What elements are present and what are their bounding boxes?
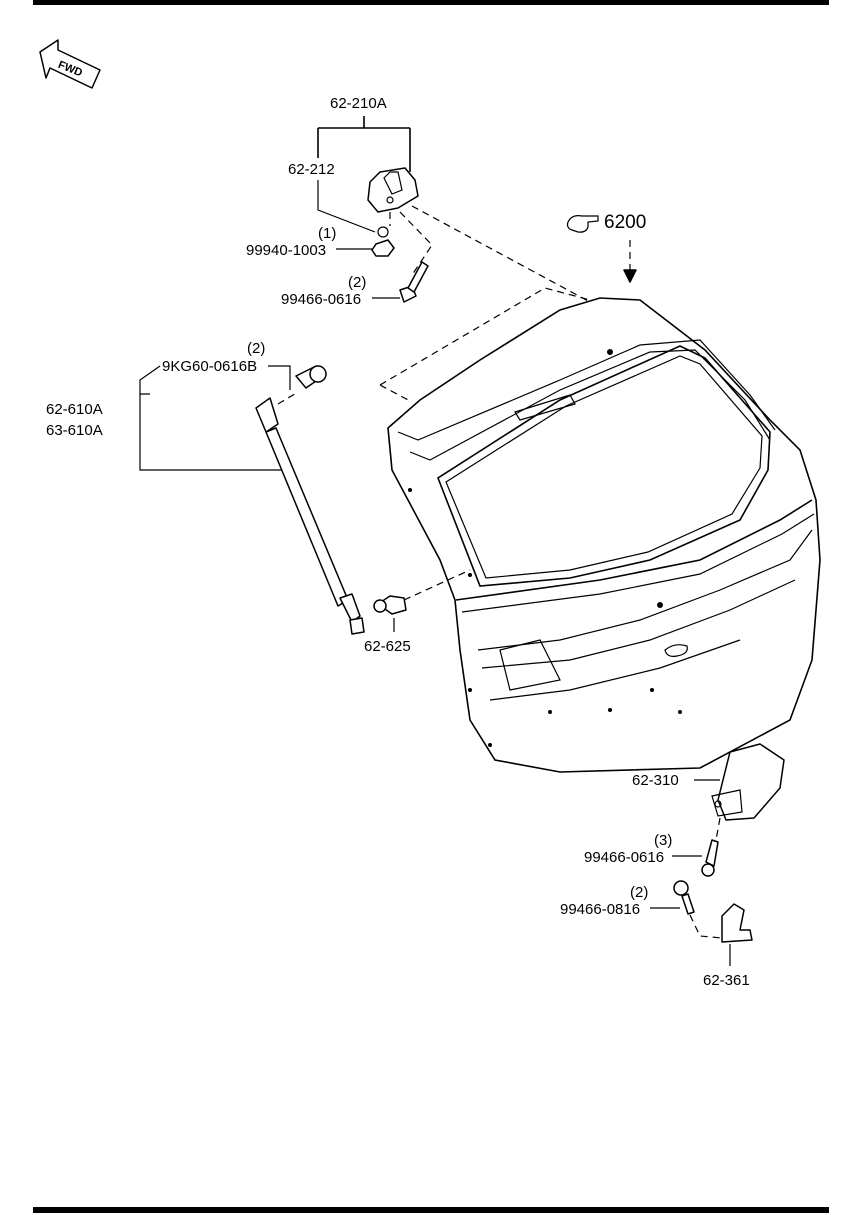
striker-bolt-part-number: 99466-0816: [560, 901, 640, 918]
striker-part: [673, 880, 753, 943]
ball-stud-part-number: 62-625: [364, 638, 411, 655]
callout-latch: 62-310: [632, 772, 679, 789]
hinge-nut-qty: (1): [318, 225, 336, 242]
hinge-part: [367, 167, 429, 303]
hinge-part-number: 62-212: [288, 161, 335, 178]
callout-latch-bolt: (3) 99466-0616: [584, 832, 672, 866]
hinge-assembly-part-number: 62-210A: [330, 95, 387, 112]
callout-hinge-assembly: 62-210A: [330, 95, 387, 112]
callout-stay-bolt: (2) 9KG60-0616B: [162, 340, 265, 375]
callout-striker: 62-361: [703, 972, 750, 989]
stay-damper-part: [255, 365, 365, 635]
callout-hinge-bolt: (2) 99466-0616: [281, 274, 366, 308]
latch-part: [701, 743, 785, 877]
callout-stay-damper: 62-610A 63-610A: [46, 401, 103, 439]
stay-damper-part-number-left: 63-610A: [46, 422, 103, 439]
stay-damper-part-number-right: 62-610A: [46, 401, 103, 418]
hinge-bolt-qty: (2): [348, 274, 366, 291]
stay-bolt-part-number: 9KG60-0616B: [162, 358, 257, 375]
assembly-number: 6200: [604, 212, 646, 233]
latch-part-number: 62-310: [632, 772, 679, 789]
assembly-reference: 6200: [566, 212, 646, 283]
callout-ball-stud: 62-625: [364, 638, 411, 655]
ball-stud-part: [373, 595, 407, 615]
bottom-border: [33, 1207, 829, 1213]
stay-bolt-qty: (2): [247, 340, 265, 357]
top-border: [33, 0, 829, 5]
fwd-arrow-icon: FWD: [39, 39, 101, 89]
pointing-hand-icon: [566, 215, 599, 233]
callout-hinge: 62-212: [288, 161, 335, 178]
hinge-nut-part-number: 99940-1003: [246, 242, 326, 259]
striker-bolt-qty: (2): [630, 884, 648, 901]
latch-bolt-part-number: 99466-0616: [584, 849, 664, 866]
callout-hinge-nut: (1) 99940-1003: [246, 225, 336, 259]
callout-striker-bolt: (2) 99466-0816: [560, 884, 648, 918]
latch-bolt-qty: (3): [654, 832, 672, 849]
striker-part-number: 62-361: [703, 972, 750, 989]
liftgate-panel: [387, 297, 821, 773]
hinge-bolt-part-number: 99466-0616: [281, 291, 361, 308]
